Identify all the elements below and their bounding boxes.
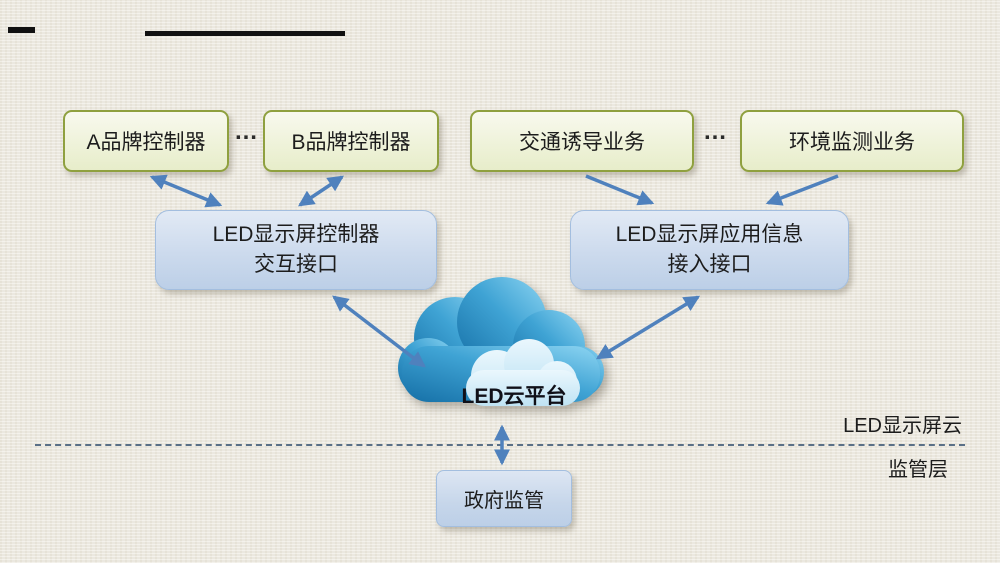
node-brand-a-controller: A品牌控制器: [63, 110, 229, 172]
arrow-controller-interface-to-cloud: [332, 295, 426, 368]
arrow-app-interface-to-cloud: [595, 295, 701, 360]
label-supervision-layer: 监管层: [888, 459, 948, 481]
layer-divider-dashed-line: [35, 444, 965, 446]
node-environment-monitoring-service: 环境监测业务: [740, 110, 964, 172]
arrow-brand-a-to-controller-interface: [149, 174, 223, 208]
cloud-label: LED云平台: [462, 384, 567, 408]
title-accent-bar-small: [8, 27, 35, 33]
node-brand-b-label: B品牌控制器: [291, 131, 411, 154]
government-label: 政府监管: [464, 490, 544, 512]
label-led-display-cloud-layer: LED显示屏云: [843, 415, 962, 437]
ellipsis-left: …: [234, 118, 258, 145]
node-environment-label: 环境监测业务: [789, 131, 915, 154]
node-led-app-info-interface: LED显示屏应用信息 接入接口: [570, 210, 849, 290]
node-traffic-guidance-service: 交通诱导业务: [470, 110, 694, 172]
arrow-brand-b-to-controller-interface: [297, 175, 345, 207]
app-interface-line1: LED显示屏应用信息: [615, 222, 804, 246]
node-brand-a-label: A品牌控制器: [86, 131, 206, 154]
controller-interface-line2: 交互接口: [254, 253, 338, 276]
ellipsis-right: …: [703, 118, 727, 145]
arrow-environment-to-app-interface: [765, 174, 839, 206]
cloud-shape: LED云平台: [398, 277, 604, 408]
node-traffic-label: 交通诱导业务: [519, 131, 645, 154]
node-brand-b-controller: B品牌控制器: [263, 110, 439, 172]
node-government-supervision: 政府监管: [436, 470, 572, 527]
app-interface-line2: 接入接口: [667, 253, 752, 276]
cloud-inner-highlight: [466, 339, 580, 406]
node-led-controller-interface: LED显示屏控制器 交互接口: [155, 210, 437, 290]
controller-interface-line1: LED显示屏控制器: [212, 222, 380, 246]
arrow-traffic-to-app-interface: [585, 174, 655, 206]
title-accent-bar-long: [145, 31, 345, 36]
